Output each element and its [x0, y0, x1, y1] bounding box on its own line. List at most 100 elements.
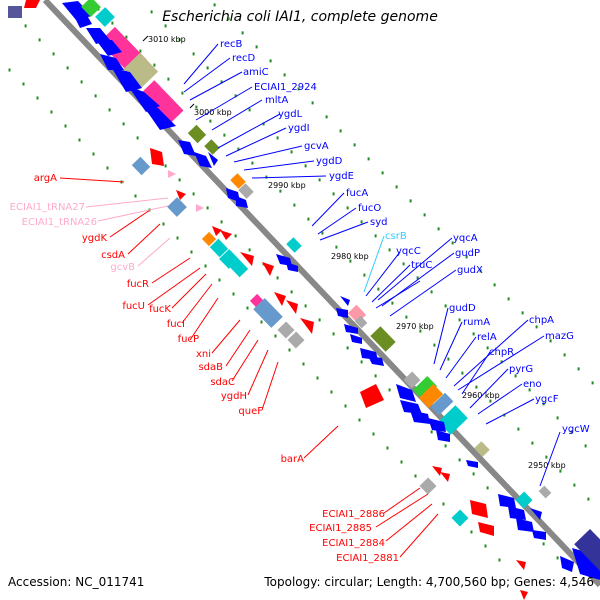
gene-block	[209, 238, 229, 258]
guide-dot	[503, 413, 506, 417]
guide-dot	[423, 213, 426, 217]
gene-arrow	[396, 384, 416, 402]
guide-dot	[484, 544, 487, 548]
guide-dot	[517, 427, 520, 431]
figure-title: Escherichia coli IAI1, complete genome	[162, 9, 438, 25]
leader-line	[109, 209, 151, 238]
leader-line	[371, 264, 411, 303]
gene-label: ygdD	[316, 156, 343, 167]
guide-dot	[400, 460, 403, 464]
guide-dot	[246, 306, 249, 310]
gene-label: fucK	[149, 304, 171, 315]
guide-dot	[52, 52, 55, 56]
guide-dot	[486, 486, 489, 490]
guide-dot	[50, 110, 53, 114]
guide-dot	[344, 404, 347, 408]
guide-dot	[220, 220, 223, 224]
gene-label: ECIAI1_2886	[322, 509, 385, 520]
guide-dot	[507, 297, 510, 301]
guide-dot	[531, 441, 534, 445]
guide-dot	[274, 334, 277, 338]
guide-dot	[349, 259, 352, 263]
guide-dot	[500, 360, 503, 364]
reverse-leaders	[183, 43, 561, 487]
trna-gene-labels: ECIAI1_tRNA27 ECIAI1_tRNA26 gcvB	[10, 202, 135, 273]
gene-arrow	[178, 140, 196, 156]
guide-dot	[573, 483, 576, 487]
guide-dot	[377, 287, 380, 291]
leader-line	[233, 145, 303, 163]
guide-dot	[451, 241, 454, 245]
kbp-label: 2980 kbp	[331, 252, 369, 261]
gene-arrow	[368, 356, 384, 366]
gene-block	[138, 80, 184, 126]
gene-arrow	[520, 590, 528, 600]
guide-dot	[442, 502, 445, 506]
gene-label: sdaB	[198, 362, 223, 373]
gene-block	[204, 139, 220, 155]
leader-line	[433, 307, 449, 365]
gene-block	[229, 258, 249, 278]
guide-dot	[535, 325, 538, 329]
leader-line	[377, 237, 453, 301]
leader-line	[127, 223, 161, 255]
gene-block	[201, 231, 217, 247]
guide-dot	[414, 474, 417, 478]
guide-dot	[22, 82, 25, 86]
guide-dot	[591, 381, 594, 385]
guide-dot	[332, 192, 335, 196]
guide-dot	[36, 96, 39, 100]
guide-dot	[241, 31, 244, 35]
guide-dot	[386, 446, 389, 450]
guide-dot	[38, 38, 41, 42]
guide-dot	[321, 231, 324, 235]
guide-dot	[162, 222, 165, 226]
gene-arrow	[208, 152, 218, 166]
accession-text: Accession: NC_011741	[8, 575, 145, 589]
gene-label: barA	[281, 454, 305, 465]
gene-block	[451, 509, 469, 527]
gene-arrow	[466, 460, 478, 468]
gene-arrow	[286, 262, 298, 272]
gene-block	[403, 371, 421, 389]
guide-dot	[419, 329, 422, 333]
gene-label: gcvB	[110, 262, 135, 273]
guide-dot	[297, 87, 300, 91]
gene-block	[238, 183, 254, 199]
leader-line	[389, 269, 457, 317]
gene-label: sdaC	[210, 377, 235, 388]
leader-line	[375, 493, 429, 528]
guide-dot	[587, 497, 590, 501]
guide-dot	[122, 122, 125, 126]
guide-dot	[486, 346, 489, 350]
guide-dot	[556, 416, 559, 420]
guide-dot	[206, 206, 209, 210]
guide-dot	[290, 150, 293, 154]
guide-dot	[94, 94, 97, 98]
guide-dot	[206, 66, 209, 70]
guide-dot	[227, 17, 230, 21]
guide-dot	[178, 178, 181, 182]
kbp-tick	[189, 103, 195, 109]
guide-dot	[363, 273, 366, 277]
gene-arrow	[516, 518, 534, 532]
gene-arrow	[150, 148, 164, 166]
guide-dot	[514, 374, 517, 378]
gene-label: relA	[477, 332, 497, 343]
gene-block	[187, 124, 207, 144]
guide-dot	[125, 35, 128, 39]
gene-arrow	[236, 196, 248, 208]
gene-label: ygcF	[535, 394, 559, 405]
guide-dot	[304, 164, 307, 168]
guide-dot	[78, 138, 81, 142]
guide-dot	[472, 472, 475, 476]
gene-arrow	[240, 252, 254, 266]
guide-dot	[288, 348, 291, 352]
gene-label: ygdL	[278, 109, 303, 120]
guide-dot	[528, 388, 531, 392]
leader-line	[189, 297, 219, 341]
guide-dot	[493, 283, 496, 287]
kbp-label: 2950 kbp	[528, 461, 566, 470]
guide-dot	[153, 63, 156, 67]
guide-dot	[577, 367, 580, 371]
